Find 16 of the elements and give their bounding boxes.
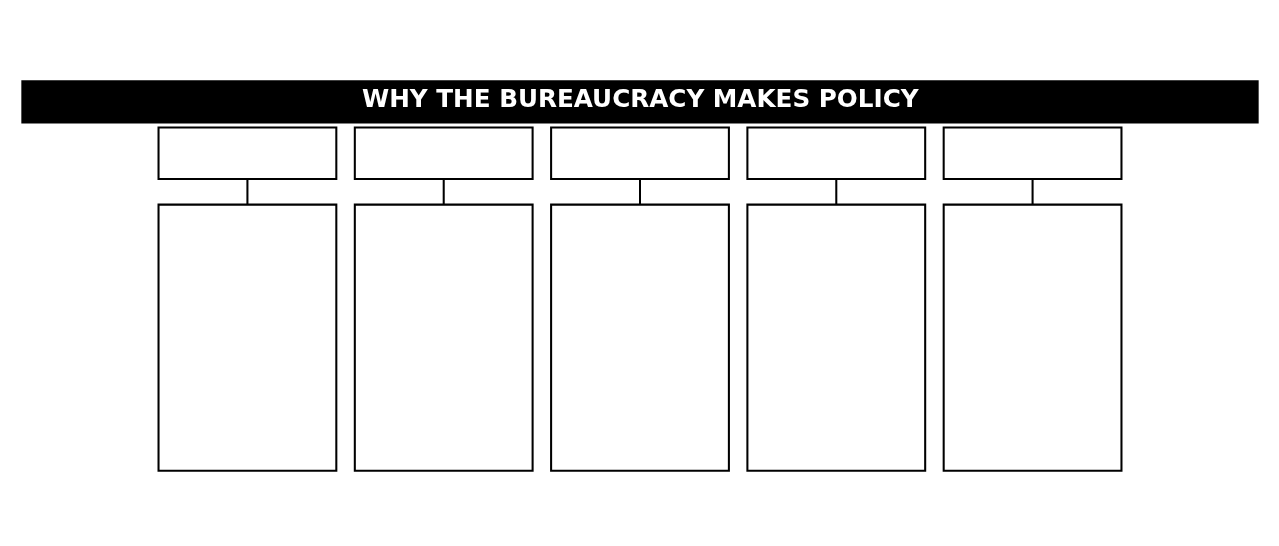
node-box bbox=[549, 126, 730, 180]
node-box bbox=[942, 126, 1122, 180]
connector bbox=[442, 178, 445, 204]
node-box bbox=[942, 203, 1122, 472]
diagram-title: WHY THE BUREAUCRACY MAKES POLICY bbox=[361, 83, 919, 113]
node-box bbox=[157, 203, 337, 472]
node-box bbox=[745, 203, 926, 472]
node-box bbox=[549, 203, 730, 472]
connector bbox=[245, 178, 248, 204]
connector bbox=[834, 178, 837, 204]
node-box bbox=[353, 203, 534, 472]
node-box bbox=[745, 126, 926, 180]
node-box bbox=[353, 126, 534, 180]
node-box bbox=[157, 126, 337, 180]
connector bbox=[638, 178, 641, 204]
connector bbox=[1031, 178, 1034, 204]
